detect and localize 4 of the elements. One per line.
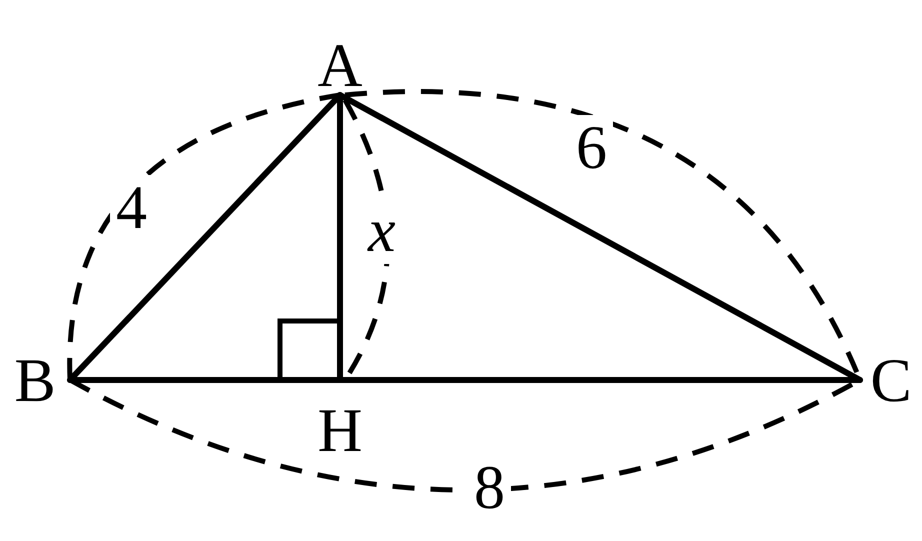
vertex-label: B bbox=[14, 350, 56, 412]
vertex-label: C bbox=[870, 350, 912, 412]
vertex-label: A bbox=[318, 35, 362, 97]
vertex-label: H bbox=[318, 400, 362, 462]
